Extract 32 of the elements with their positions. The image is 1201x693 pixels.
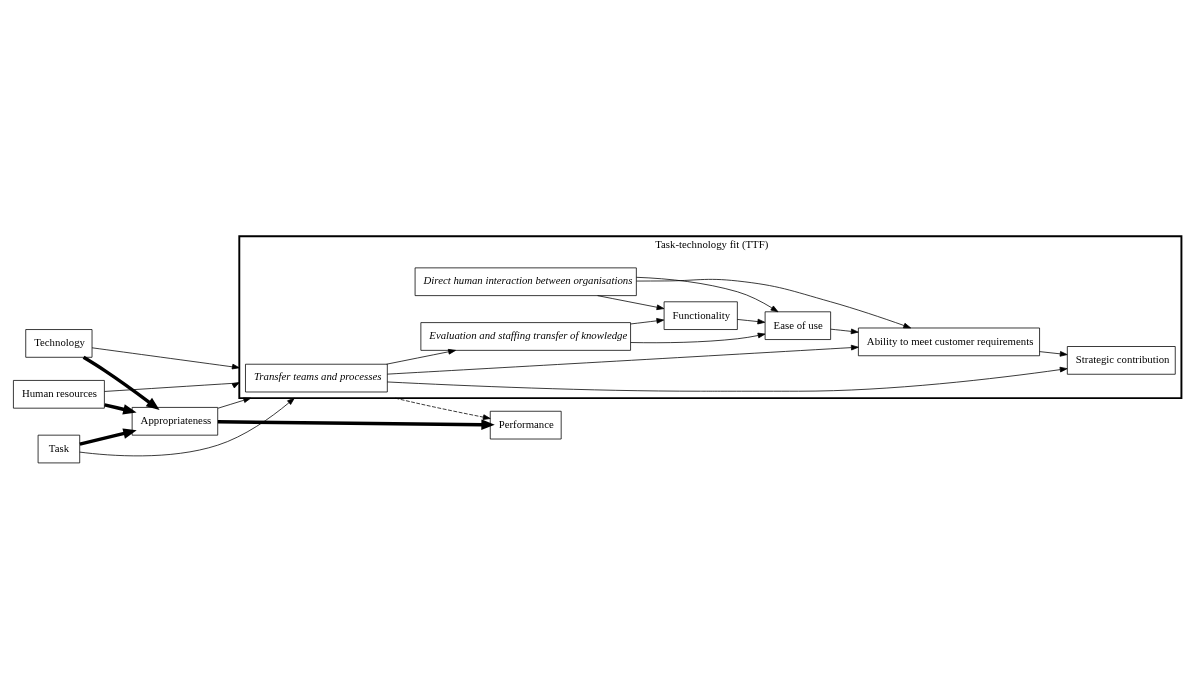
arrow — [394, 397, 491, 420]
node-box: Technology — [25, 329, 93, 358]
node-box: Human resources — [13, 380, 105, 409]
node-box: Ability to meet customer requirements — [858, 327, 1040, 357]
node-box: Strategic contribution — [1066, 346, 1176, 375]
arrow — [597, 295, 665, 311]
arrow — [82, 355, 160, 411]
arrow — [79, 397, 295, 457]
arrow — [830, 328, 859, 335]
node-box: Transfer teams and processes — [245, 363, 388, 393]
arrow — [104, 382, 240, 392]
arrow — [217, 397, 252, 409]
arrow — [104, 403, 137, 415]
arrow — [1039, 351, 1068, 357]
node-box: Ease of use — [764, 311, 831, 340]
arrow — [636, 276, 779, 313]
arrow — [386, 344, 859, 375]
arrow — [630, 318, 665, 325]
arrow — [386, 349, 456, 365]
arrow — [636, 278, 912, 329]
node-box: Functionality — [663, 301, 738, 330]
arrow — [91, 347, 240, 370]
arrow — [79, 428, 137, 446]
arrow — [386, 366, 1068, 392]
node-box: Task — [37, 434, 81, 464]
node-box: Appropriateness — [131, 407, 219, 436]
node-box: Direct human interaction between organisations — [414, 267, 637, 296]
arrow — [217, 419, 495, 430]
node-box: Performance — [489, 410, 562, 440]
arrow — [737, 318, 766, 325]
node-box: Evaluation and staffing transfer of knowledge — [420, 322, 631, 351]
arrow — [630, 332, 766, 344]
